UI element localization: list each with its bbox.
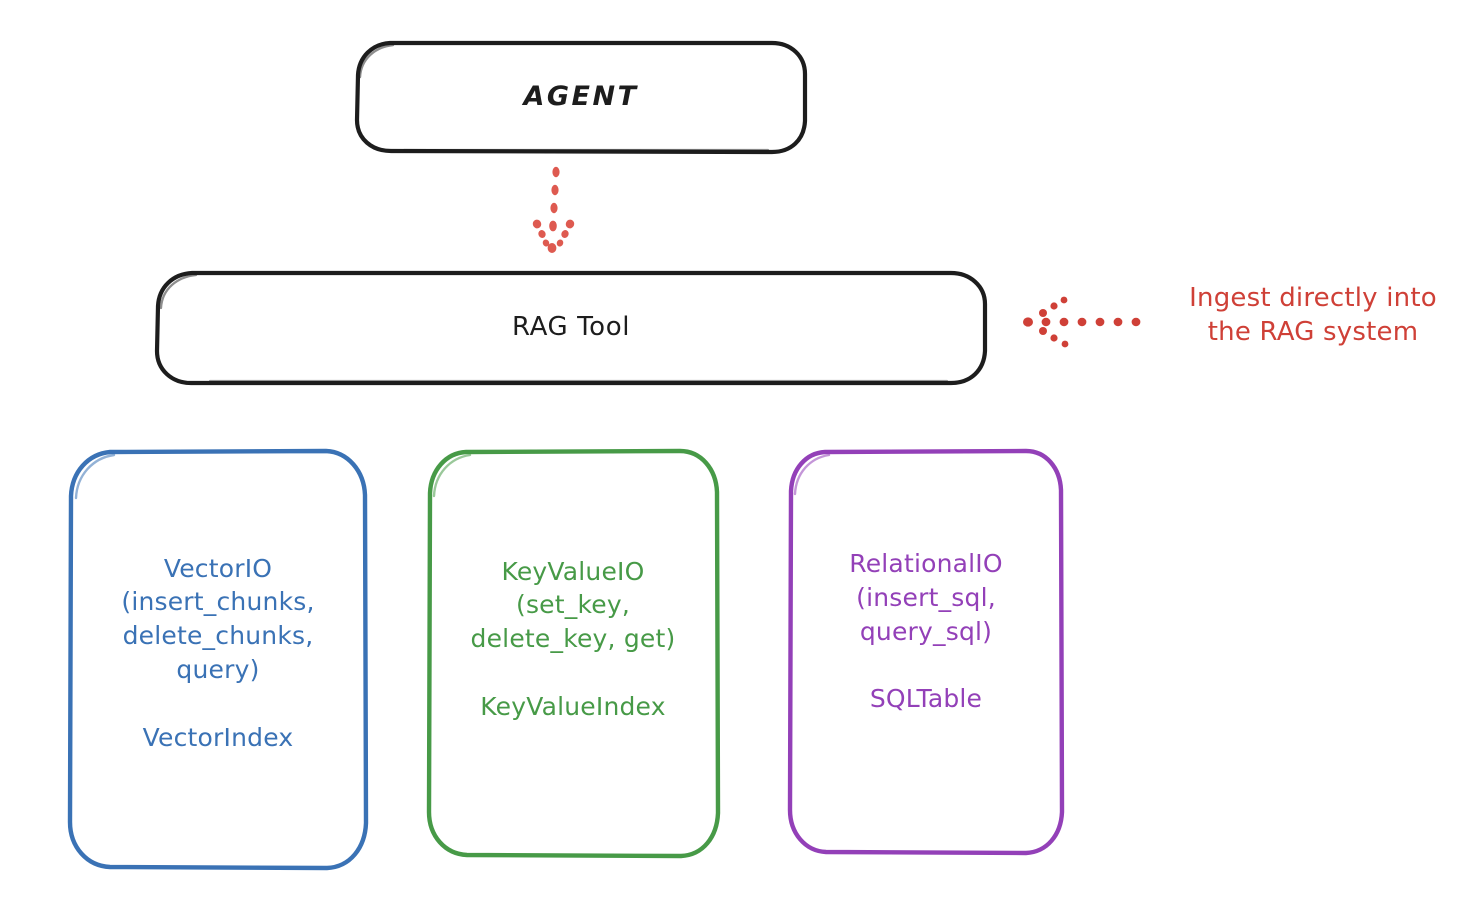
vector-io-box-outline xyxy=(67,448,369,871)
node-relational-io-content: RelationalIO (insert_sql, query_sql) SQL… xyxy=(790,547,1062,716)
node-vector-io-index-label: VectorIndex xyxy=(142,722,294,752)
node-rag-tool-label: RAG Tool xyxy=(511,311,631,342)
key-value-io-box-outline xyxy=(426,448,721,859)
ingest-annotation-label: Ingest directly into the RAG system xyxy=(1189,283,1437,347)
relational-io-box-outline xyxy=(787,448,1065,856)
node-key-value-io-content: KeyValueIO (set_key, delete_key, get) Ke… xyxy=(428,555,718,724)
rag-tool-box-outline xyxy=(154,270,988,386)
node-relational-io-api-label: RelationalIO (insert_sql, query_sql) xyxy=(849,549,1003,646)
node-relational-io-index-label: SQLTable xyxy=(869,684,983,714)
node-key-value-io-index-label: KeyValueIndex xyxy=(480,691,666,721)
node-agent[interactable]: AGENT xyxy=(357,42,805,152)
agent-to-rag-connector-arrow xyxy=(532,166,575,253)
node-rag-tool[interactable]: RAG Tool xyxy=(157,272,985,383)
node-vector-io-api-label: VectorIO (insert_chunks, delete_chunks, … xyxy=(121,553,315,684)
node-key-value-io[interactable]: KeyValueIO (set_key, delete_key, get) Ke… xyxy=(428,450,718,856)
node-key-value-io-api-label: KeyValueIO (set_key, delete_key, get) xyxy=(470,556,676,654)
node-relational-io[interactable]: RelationalIO (insert_sql, query_sql) SQL… xyxy=(790,450,1062,853)
agent-box-outline xyxy=(354,40,808,155)
node-agent-label: AGENT xyxy=(523,80,639,112)
ingest-connector-arrow xyxy=(1023,296,1141,348)
node-vector-io[interactable]: VectorIO (insert_chunks, delete_chunks, … xyxy=(70,450,366,868)
node-vector-io-content: VectorIO (insert_chunks, delete_chunks, … xyxy=(70,552,366,755)
